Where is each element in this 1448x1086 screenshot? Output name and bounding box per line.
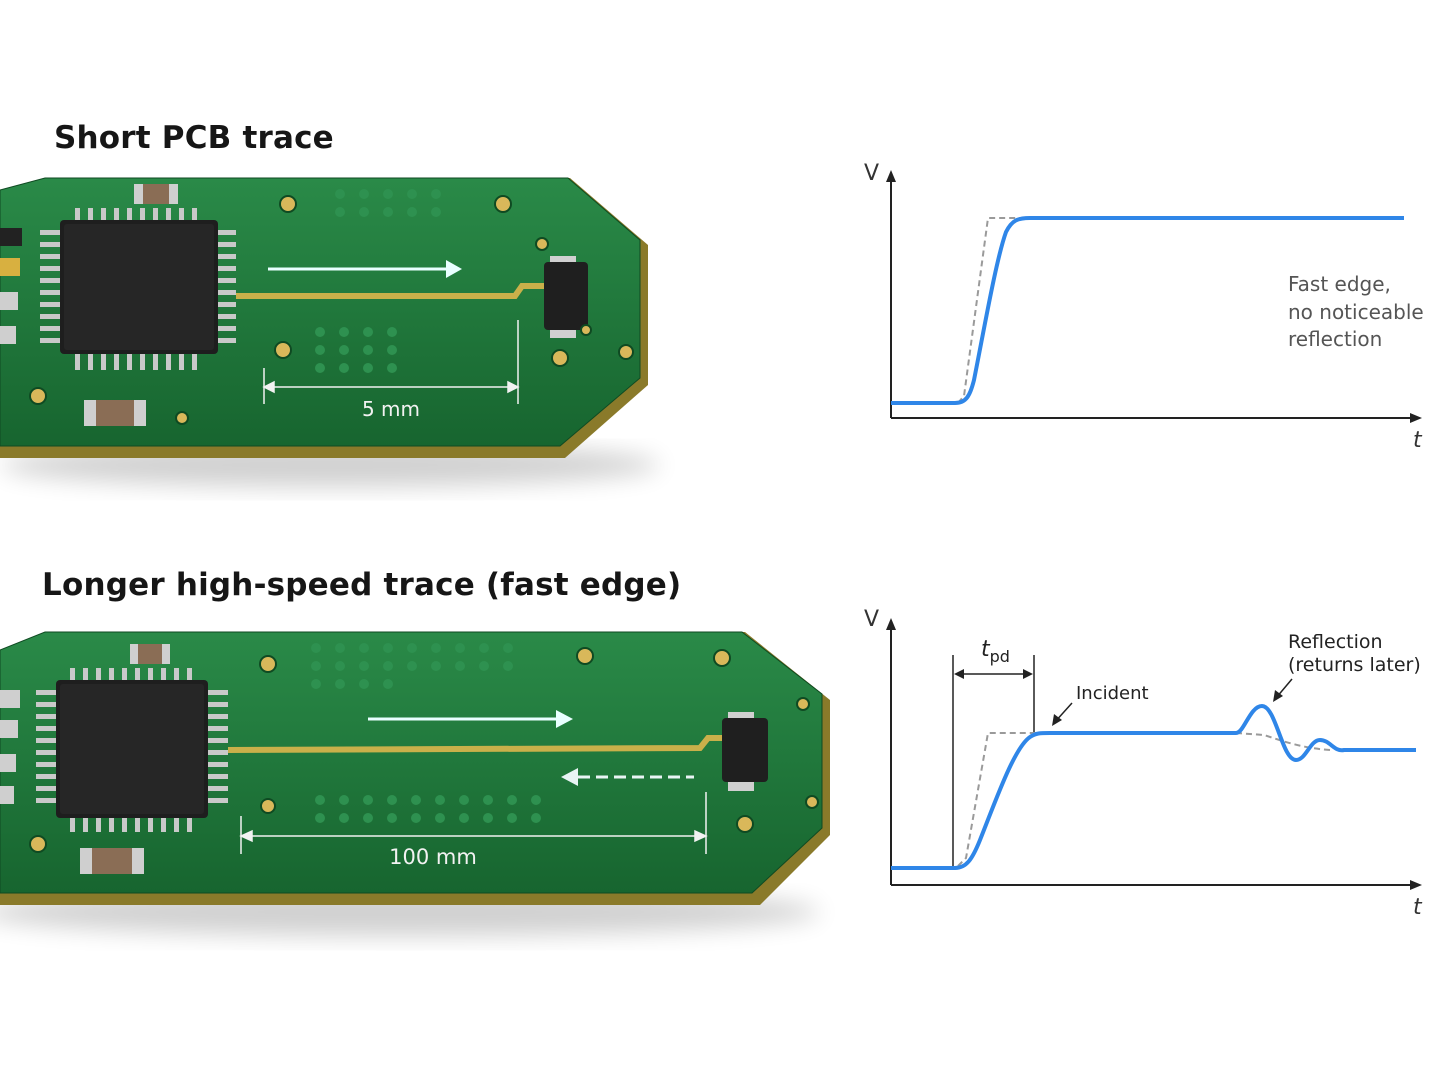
- annotation-line-3: reflection: [1288, 327, 1382, 351]
- annotation-line-1: Fast edge,: [1288, 272, 1391, 296]
- reflection-callout-arrowhead: [1273, 690, 1283, 702]
- incident-callout-arrowhead: [1052, 714, 1062, 726]
- trace-length-dimension: [239, 792, 708, 854]
- tpd-arrowhead-right: [1023, 669, 1033, 679]
- tpd-label: tpd: [981, 637, 1010, 666]
- short-trace-title: Short PCB trace: [54, 120, 334, 156]
- signal-waveform: [891, 216, 1404, 405]
- long-trace-title: Longer high-speed trace (fast edge): [42, 567, 682, 603]
- reflection-label-line-1: Reflection: [1288, 631, 1383, 653]
- smd-capacitors: [0, 184, 178, 426]
- x-axis-label: t: [1413, 895, 1423, 920]
- y-axis-label: V: [864, 161, 879, 186]
- tpd-arrowhead-left: [954, 669, 964, 679]
- vias: [29, 647, 819, 853]
- ic-chip: [36, 668, 228, 832]
- short-trace: [236, 283, 548, 299]
- ic-chip: [40, 208, 236, 370]
- long-trace: [227, 735, 722, 753]
- short-trace-graph: [886, 170, 1422, 423]
- ideal-settle-dashed: [1235, 732, 1331, 751]
- via-field: [315, 189, 441, 373]
- long-trace-graph: [886, 618, 1422, 890]
- x-axis-label: t: [1413, 428, 1423, 453]
- signal-waveform: [891, 703, 1416, 870]
- trace-length-label: 100 mm: [389, 845, 477, 869]
- y-axis-arrowhead: [886, 618, 896, 630]
- trace-length-dimension: [262, 320, 520, 404]
- smd-capacitors: [0, 644, 170, 874]
- annotation-line-2: no noticeable: [1288, 300, 1424, 324]
- vias: [29, 195, 634, 425]
- x-axis-arrowhead: [1410, 880, 1422, 890]
- receiver-component: [722, 712, 768, 791]
- ideal-step-dashed: [957, 217, 1022, 404]
- signal-direction-arrow: [268, 260, 462, 278]
- y-axis-label: V: [864, 607, 879, 632]
- ideal-step-dashed: [957, 732, 1045, 867]
- incident-wave-arrow: [368, 710, 573, 728]
- tpd-subscript: pd: [990, 647, 1010, 666]
- y-axis-arrowhead: [886, 170, 896, 182]
- x-axis-arrowhead: [1410, 413, 1422, 423]
- receiver-component: [544, 256, 588, 338]
- incident-label: Incident: [1076, 683, 1149, 704]
- tpd-main: t: [981, 637, 991, 662]
- via-field: [311, 643, 541, 823]
- trace-length-label: 5 mm: [362, 397, 420, 421]
- reflected-wave-arrow: [561, 768, 694, 786]
- reflection-label-line-2: (returns later): [1288, 654, 1421, 676]
